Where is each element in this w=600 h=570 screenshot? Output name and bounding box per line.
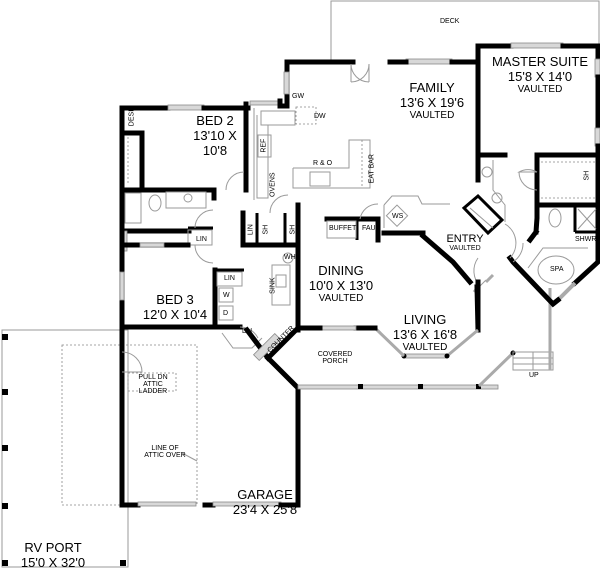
attic-ladder-box: [127, 372, 177, 392]
label-lin-3: LIN: [224, 275, 235, 282]
room-dining: DINING 10'0 X 13'0 VAULTED: [302, 263, 380, 304]
attic-line-note: LINE OF ATTIC OVER: [140, 445, 190, 459]
label-ws: WS: [392, 213, 404, 220]
rv-port-name: RV PORT: [24, 540, 82, 555]
garage-size: 23'4 X 25'8: [232, 502, 298, 517]
attic-line-line1: LINE OF: [151, 445, 179, 452]
label-gw: GW: [292, 93, 305, 100]
bed2-size: 13'10 X 10'8: [193, 128, 237, 158]
label-sink: SINK: [269, 277, 277, 294]
bed2-name: BED 2: [196, 113, 234, 128]
label-ref: REF: [260, 138, 268, 153]
room-covered-porch: COVERED PORCH: [305, 351, 365, 365]
attic-line-line2: ATTIC OVER: [144, 452, 186, 459]
rv-port-outline: [1, 329, 129, 568]
label-fau: FAU: [362, 225, 376, 232]
label-spa: SPA: [550, 266, 564, 273]
rv-port-posts: [2, 334, 126, 566]
living-size: 13'6 X 16'8: [392, 327, 458, 342]
label-buffet: BUFFET: [329, 225, 357, 232]
label-water-heater: WH: [284, 254, 296, 261]
label-dryer: D: [223, 310, 229, 317]
living-note: VAULTED: [402, 342, 448, 353]
label-washer: W: [223, 292, 230, 299]
attic-ladder-line1: PULL DN: [138, 374, 168, 381]
label-lin-1: LIN: [196, 236, 207, 243]
label-lin-2: LIN: [247, 224, 255, 236]
dining-name: DINING: [318, 263, 364, 278]
room-family: FAMILY 13'6 X 19'6 VAULTED: [392, 80, 472, 121]
master-suite-name: MASTER SUITE: [491, 54, 589, 69]
entry-note: VAULTED: [449, 245, 481, 252]
label-range-oven: R & O: [313, 160, 333, 167]
family-size: 13'6 X 19'6: [399, 95, 465, 110]
label-eat-bar: EAT BAR: [368, 154, 376, 184]
label-desk: DESK: [128, 107, 136, 127]
attic-ladder-note: PULL DN ATTIC LADDER: [128, 374, 178, 395]
dining-size: 10'0 X 13'0: [308, 278, 374, 293]
label-shower: SHWR: [575, 236, 597, 243]
living-name: LIVING: [403, 312, 447, 327]
entry-name: ENTRY: [446, 233, 484, 245]
room-bed3: BED 3 12'0 X 10'4: [135, 292, 215, 322]
room-label-deck: DECK: [440, 18, 460, 25]
label-stairs-up: UP: [529, 372, 539, 379]
label-dw: DW: [314, 113, 326, 120]
rv-port-size: 15'0 X 32'0: [20, 555, 86, 570]
attic-over-line: [61, 344, 198, 506]
master-suite-note: VAULTED: [517, 84, 563, 95]
master-suite-size: 15'8 X 14'0: [507, 69, 573, 84]
bed3-size: 12'0 X 10'4: [142, 307, 208, 322]
porch-line2: PORCH: [322, 358, 348, 365]
room-garage: GARAGE 23'4 X 25'8: [230, 487, 300, 517]
label-stairs-down: DN: [242, 328, 253, 335]
label-sh-1: SH: [262, 224, 270, 235]
dining-note: VAULTED: [318, 293, 364, 304]
family-note: VAULTED: [409, 110, 455, 121]
room-bed2: BED 2 13'10 X 10'8: [180, 113, 250, 158]
porch-rail: [297, 384, 499, 390]
room-rv-port: RV PORT 15'0 X 32'0: [18, 540, 88, 570]
family-name: FAMILY: [409, 80, 455, 95]
room-entry: ENTRY VAULTED: [440, 233, 490, 252]
garage-name: GARAGE: [237, 487, 293, 502]
label-sh-3: SH: [583, 170, 591, 181]
label-sh-2: SH: [289, 224, 297, 235]
garage-wall-left: [119, 322, 141, 508]
room-master-suite: MASTER SUITE 15'8 X 14'0 VAULTED: [483, 54, 597, 95]
label-ovens: OVENS: [269, 172, 277, 197]
bed3-name: BED 3: [156, 292, 194, 307]
deck-outline: [330, 0, 600, 62]
garage-wall-right: [264, 354, 301, 508]
room-living: LIVING 13'6 X 16'8 VAULTED: [385, 312, 465, 353]
porch-line1: COVERED: [317, 351, 353, 358]
attic-ladder-line2: ATTIC LADDER: [138, 381, 168, 395]
